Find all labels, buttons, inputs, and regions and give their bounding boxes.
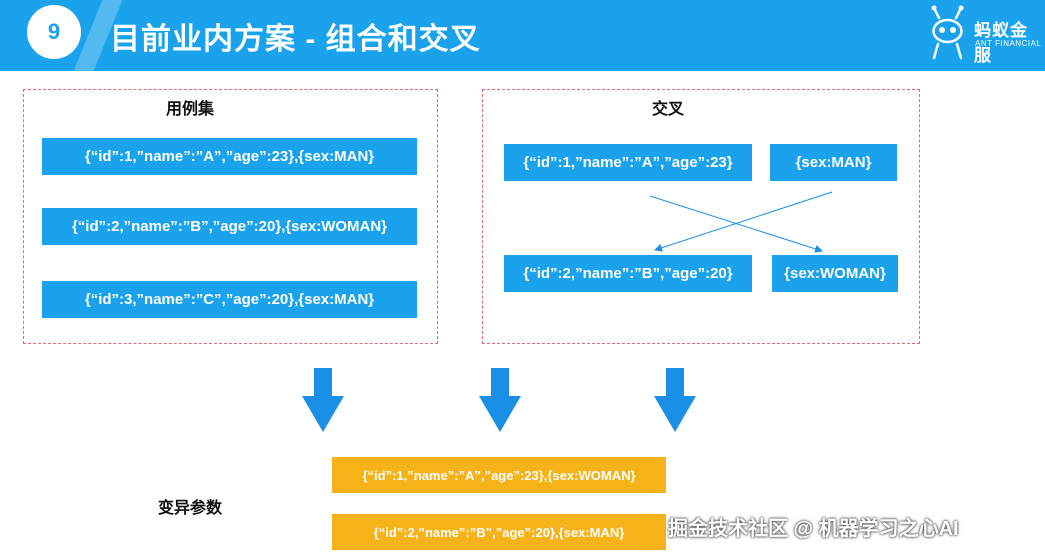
mutation-label: 变异参数	[158, 500, 223, 517]
crossover-params-1: {“id”:1,”name”:”A”,”age”:23}	[504, 144, 752, 181]
title-bar: 9 目前业内方案 - 组合和交叉 蚂蚁金服 ANT FINANCIAL	[0, 0, 1045, 71]
crossover-label: 交叉	[652, 101, 685, 118]
arrow-down-icon	[654, 368, 696, 432]
crossover-sex-2: {sex:WOMAN}	[772, 255, 898, 292]
logo-subtext: ANT FINANCIAL	[975, 39, 1042, 48]
test-case-group	[23, 89, 438, 344]
crossover-sex-1: {sex:MAN}	[770, 144, 897, 181]
watermark: 掘金技术社区 @ 机器学习之心AI	[668, 518, 959, 540]
mutation-result-2: {“id”:2,”name”:”B”,”age”:20},{sex:MAN}	[332, 514, 666, 550]
arrow-down-icon	[479, 368, 521, 432]
logo-text: 蚂蚁金服	[974, 21, 1028, 65]
crossover-params-2: {“id”:2,”name”:”B”,”age”:20}	[504, 255, 752, 292]
arrow-down-icon	[302, 368, 344, 432]
test-case-1: {“id”:1,”name”:”A”,”age”:23},{sex:MAN}	[42, 138, 417, 175]
ant-logo-icon	[931, 5, 964, 60]
crossover-line-2	[654, 191, 833, 252]
test-case-2: {“id”:2,”name”:”B”,”age”:20},{sex:WOMAN}	[42, 208, 417, 245]
test-case-3: {“id”:3,”name”:”C”,”age”:20},{sex:MAN}	[42, 281, 417, 318]
slide-number: 9	[47, 19, 61, 44]
crossover-group	[482, 89, 920, 344]
mutation-result-1: {“id”:1,”name”:”A”,”age”:23},{sex:WOMAN}	[332, 457, 666, 493]
test-case-label: 用例集	[166, 101, 215, 118]
page-title: 目前业内方案 - 组合和交叉	[110, 23, 481, 56]
slide-number-badge: 9	[27, 5, 81, 59]
